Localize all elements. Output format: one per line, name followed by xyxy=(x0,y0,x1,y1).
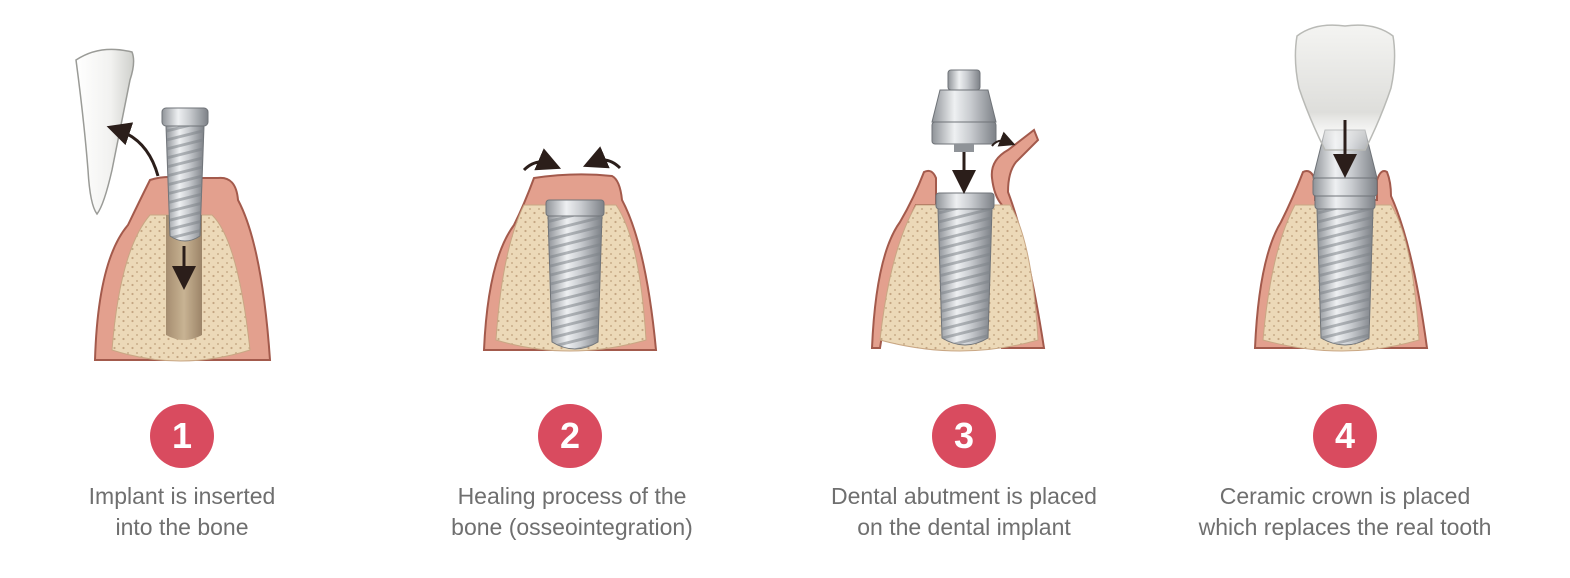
step-caption-line: bone (osseointegration) xyxy=(451,514,693,540)
step-caption-line: Healing process of the xyxy=(457,483,687,509)
healing-illustration xyxy=(482,146,658,352)
step-caption-line: which replaces the real tooth xyxy=(1198,514,1492,540)
step-caption: Ceramic crown is placed which replaces t… xyxy=(1155,481,1535,543)
crown-illustration xyxy=(1253,24,1429,352)
step-caption: Healing process of the bone (osseointegr… xyxy=(382,481,762,543)
step-caption-line: into the bone xyxy=(115,514,249,540)
step-caption: Dental abutment is placed on the dental … xyxy=(774,481,1154,543)
step-1: 1 Implant is inserted into the bone xyxy=(0,0,380,578)
step-caption-line: Ceramic crown is placed xyxy=(1219,483,1471,509)
step-number-badge: 4 xyxy=(1313,404,1377,468)
step-2: 2 Healing process of the bone (osseointe… xyxy=(384,0,764,578)
step-caption-line: on the dental implant xyxy=(857,514,1071,540)
step-4: 4 Ceramic crown is placed which replaces… xyxy=(1155,0,1535,578)
implant-insertion-illustration xyxy=(75,48,272,362)
step-3: 3 Dental abutment is placed on the denta… xyxy=(776,0,1156,578)
step-number-badge: 3 xyxy=(932,404,996,468)
step-number-badge: 2 xyxy=(538,404,602,468)
abutment-illustration xyxy=(870,69,1046,352)
step-number-badge: 1 xyxy=(150,404,214,468)
step-caption-line: Dental abutment is placed xyxy=(831,483,1097,509)
step-caption: Implant is inserted into the bone xyxy=(0,481,372,543)
step-caption-line: Implant is inserted xyxy=(88,483,276,509)
